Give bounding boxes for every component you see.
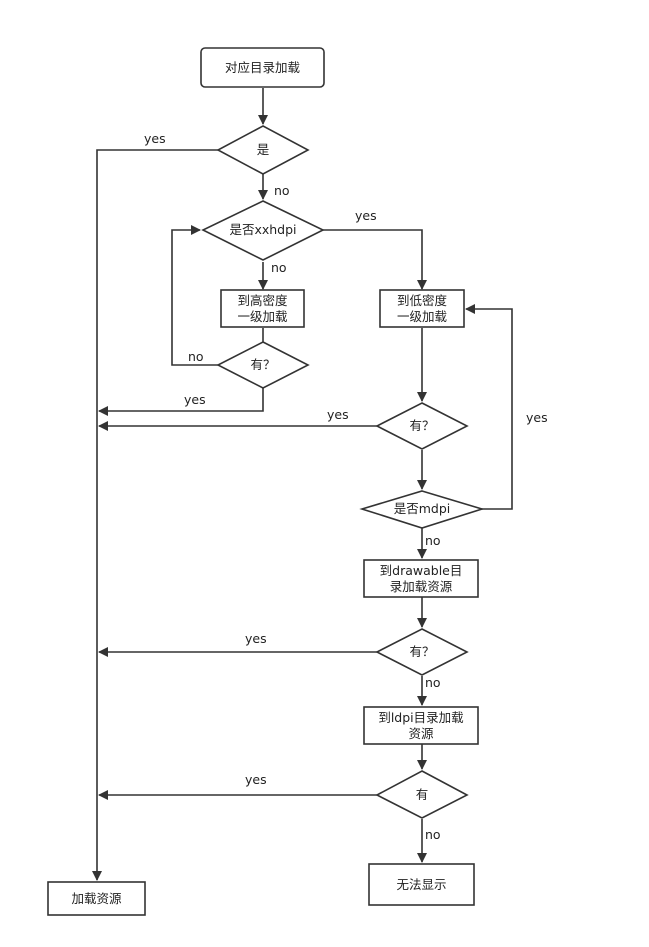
- edge-label-mdpi-yes: yes: [526, 410, 548, 425]
- low-density-label-1: 到低密度: [397, 293, 448, 308]
- ldpi-node: [363, 706, 479, 745]
- edge-mdpi-yes: [465, 304, 513, 510]
- edge-label-has-high-no: no: [188, 349, 204, 364]
- load-resource-node: [47, 881, 146, 916]
- edge-label-has-ldpi-no: no: [425, 827, 441, 842]
- has-low-decision-label: 有？: [409, 418, 434, 433]
- exists-decision: [216, 125, 310, 175]
- edge-label-xxhdpi-no: no: [271, 260, 287, 275]
- mdpi-decision: [359, 490, 485, 529]
- edge-label-has-drawable-yes: yes: [245, 631, 267, 646]
- edge-label-exist-yes: yes: [144, 131, 166, 146]
- edge-label-has-ldpi-yes: yes: [245, 772, 267, 787]
- exists-decision-label: 是: [257, 142, 270, 157]
- edge-label-has-drawable-no: no: [425, 675, 441, 690]
- edge-xxhdpi-yes: [323, 229, 427, 290]
- edge-label-has-high-yes: yes: [184, 392, 206, 407]
- edge-has-high-no: [171, 225, 218, 366]
- xxhdpi-decision-label: 是否xxhdpi: [229, 222, 296, 237]
- cannot-show-node: [368, 863, 475, 906]
- high-density-label-1: 到高密度: [237, 293, 288, 308]
- has-ldpi-decision: [375, 770, 469, 819]
- edge-exist-yes: [92, 149, 218, 881]
- drawable-label-2: 录加载资源: [390, 579, 453, 594]
- high-density-label-2: 一级加载: [237, 309, 288, 324]
- mdpi-decision-label: 是否mdpi: [394, 501, 451, 516]
- has-high-decision-label: 有？: [250, 357, 275, 372]
- edge-label-mdpi-no: no: [425, 533, 441, 548]
- edge-label-exist-no: no: [274, 183, 290, 198]
- drawable-node: [363, 559, 479, 598]
- edge-label-has-low-yes: yes: [327, 407, 349, 422]
- ldpi-label-1: 到ldpi目录加载: [378, 710, 464, 725]
- has-high-decision: [216, 341, 310, 389]
- xxhdpi-decision: [201, 200, 325, 261]
- high-density-node: [220, 289, 305, 328]
- edge-has-high-yes: [98, 388, 264, 416]
- load-resource-label: 加载资源: [71, 891, 122, 906]
- edge-label-xxhdpi-yes: yes: [355, 208, 377, 223]
- has-ldpi-decision-label: 有: [416, 787, 429, 802]
- start-node-label: 对应目录加载: [225, 60, 301, 75]
- has-drawable-decision-label: 有？: [409, 644, 434, 659]
- low-density-label-2: 一级加载: [397, 309, 448, 324]
- start-node: [200, 47, 325, 88]
- ldpi-label-2: 资源: [408, 726, 434, 741]
- low-density-node: [379, 289, 465, 328]
- has-low-decision: [375, 402, 469, 450]
- has-drawable-decision: [375, 628, 469, 676]
- cannot-show-label: 无法显示: [396, 877, 446, 892]
- drawable-label-1: 到drawable目: [380, 563, 463, 578]
